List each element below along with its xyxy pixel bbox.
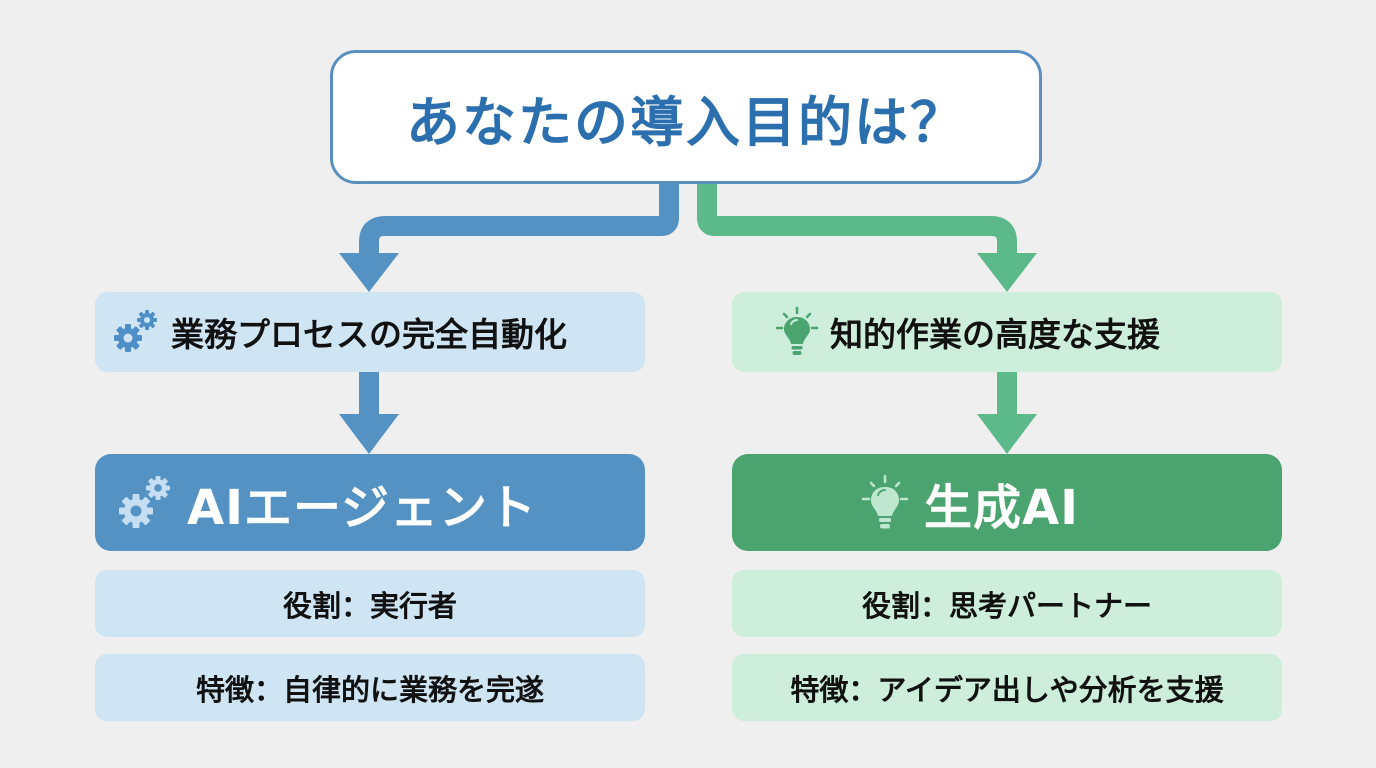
arrow-automation-to-agent bbox=[359, 372, 379, 416]
purpose-label: 知的作業の高度な支援 bbox=[830, 315, 1160, 354]
arrow-question-to-automation bbox=[359, 184, 679, 258]
detail-feature-agent: 特徴：自律的に業務を完遂 bbox=[95, 654, 645, 721]
role-text: 役割：思考パートナー bbox=[861, 588, 1152, 623]
result-generative-ai: 生成AI bbox=[732, 454, 1282, 551]
result-ai-agent: AIエージェント bbox=[95, 454, 645, 551]
gears-icon bbox=[111, 309, 161, 355]
purpose-automation: 業務プロセスの完全自動化 bbox=[95, 292, 645, 372]
gears-icon bbox=[117, 475, 173, 531]
arrowhead-icon bbox=[339, 253, 399, 292]
feature-text: 特徴：アイデア出しや分析を支援 bbox=[790, 672, 1224, 707]
arrowhead-icon bbox=[339, 414, 399, 454]
lightbulb-icon bbox=[774, 306, 820, 358]
detail-role-genai: 役割：思考パートナー bbox=[732, 570, 1282, 637]
result-label: AIエージェント bbox=[187, 479, 538, 536]
role-text: 役割：実行者 bbox=[282, 588, 457, 623]
question-box: あなたの導入目的は？ bbox=[330, 50, 1042, 184]
question-title: あなたの導入目的は？ bbox=[406, 90, 966, 154]
arrowhead-icon bbox=[977, 253, 1037, 292]
purpose-label: 業務プロセスの完全自動化 bbox=[171, 315, 567, 354]
purpose-intellectual-support: 知的作業の高度な支援 bbox=[732, 292, 1282, 372]
result-label: 生成AI bbox=[924, 479, 1080, 536]
arrow-assistance-to-genai bbox=[997, 372, 1017, 416]
arrowhead-icon bbox=[977, 414, 1037, 454]
detail-role-agent: 役割：実行者 bbox=[95, 570, 645, 637]
lightbulb-icon bbox=[860, 474, 910, 532]
detail-feature-genai: 特徴：アイデア出しや分析を支援 bbox=[732, 654, 1282, 721]
arrow-question-to-assistance bbox=[697, 184, 1017, 258]
feature-text: 特徴：自律的に業務を完遂 bbox=[195, 672, 544, 707]
